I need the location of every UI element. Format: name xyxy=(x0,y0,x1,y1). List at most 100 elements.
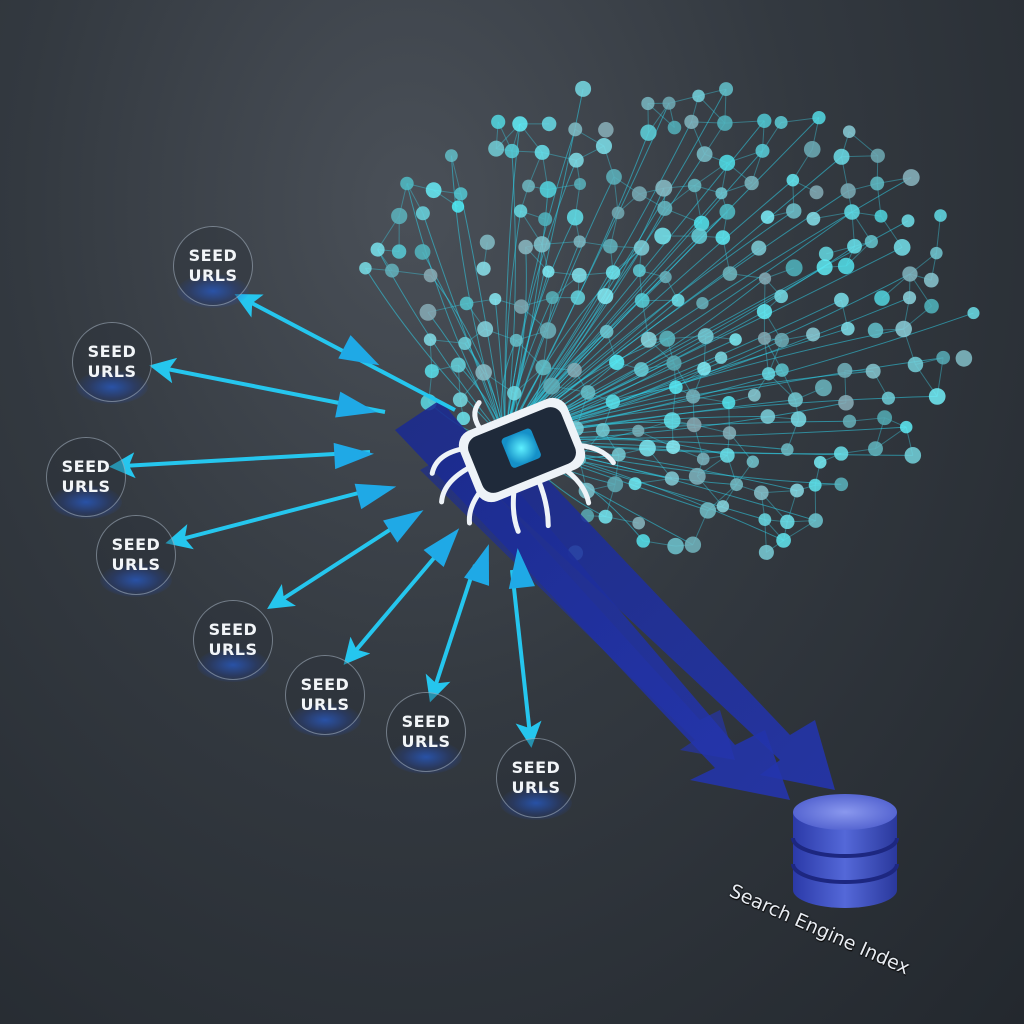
flow-arrow-3 xyxy=(420,450,735,760)
seed-label-line2: URLS xyxy=(401,732,451,751)
web-node xyxy=(605,265,621,280)
web-node xyxy=(719,154,736,171)
web-node xyxy=(424,364,439,379)
web-node xyxy=(598,122,614,138)
seed-label-line2: URLS xyxy=(208,640,258,659)
web-node xyxy=(419,303,437,321)
web-node xyxy=(746,455,759,468)
web-node xyxy=(606,169,622,185)
web-node xyxy=(598,509,613,524)
web-node xyxy=(454,187,468,201)
web-node xyxy=(693,215,710,232)
web-node xyxy=(641,96,655,111)
web-node xyxy=(813,456,827,469)
web-node xyxy=(881,391,896,405)
fan-line xyxy=(504,132,649,441)
web-node xyxy=(834,292,849,308)
web-node xyxy=(840,183,856,199)
seed-circle: SEED URLS xyxy=(96,515,176,595)
web-node xyxy=(864,234,878,249)
web-node xyxy=(655,179,673,197)
web-node xyxy=(812,110,826,125)
web-node xyxy=(775,363,789,377)
web-link xyxy=(935,215,941,254)
web-node xyxy=(603,238,618,254)
web-node xyxy=(664,471,680,486)
web-node xyxy=(684,114,699,129)
web-node xyxy=(609,354,625,370)
web-node xyxy=(696,452,710,466)
web-node xyxy=(815,379,832,397)
database-icon xyxy=(791,794,899,908)
web-node xyxy=(633,240,650,256)
web-node xyxy=(639,439,656,457)
web-node xyxy=(522,179,535,193)
web-node xyxy=(385,263,399,278)
fan-line xyxy=(504,210,522,441)
web-node xyxy=(722,395,736,410)
web-node xyxy=(539,322,557,339)
web-node xyxy=(715,230,731,245)
web-node xyxy=(691,228,708,245)
seed-arrow xyxy=(109,450,371,479)
web-node xyxy=(756,304,773,320)
web-node xyxy=(930,246,943,260)
web-node xyxy=(391,207,408,225)
inbound-arrowhead xyxy=(333,442,374,470)
web-node xyxy=(719,203,736,220)
seed-arrow xyxy=(267,518,407,610)
web-node xyxy=(719,82,734,97)
web-node xyxy=(509,333,523,347)
web-node xyxy=(425,182,442,199)
web-node xyxy=(632,516,646,530)
web-node xyxy=(874,209,888,223)
seed-circle: SEED URLS xyxy=(46,437,126,517)
web-node xyxy=(475,364,492,381)
seed-label-line2: URLS xyxy=(188,266,238,285)
web-node xyxy=(837,257,855,275)
web-node xyxy=(640,331,657,348)
web-node xyxy=(842,125,856,138)
web-node xyxy=(774,289,788,304)
inbound-arrowhead xyxy=(508,548,536,589)
seed-label-line2: URLS xyxy=(61,477,111,496)
web-node xyxy=(657,200,673,216)
seed-arrow xyxy=(165,488,371,550)
web-node xyxy=(904,447,922,464)
flow-arrow-2 xyxy=(470,445,835,790)
web-node xyxy=(539,181,557,198)
web-node xyxy=(895,320,912,338)
web-node xyxy=(633,362,649,377)
web-node xyxy=(902,169,920,186)
web-node xyxy=(761,367,776,381)
seed-circle: SEED URLS xyxy=(173,226,253,306)
web-node xyxy=(696,146,713,163)
web-node xyxy=(902,291,917,305)
web-node xyxy=(488,140,505,157)
web-node xyxy=(686,417,702,433)
web-node xyxy=(786,203,802,219)
fan-line xyxy=(406,183,506,441)
web-node xyxy=(423,268,438,283)
web-node xyxy=(696,296,709,310)
web-node xyxy=(479,234,495,250)
web-node xyxy=(452,392,468,408)
web-node xyxy=(899,420,913,434)
web-node xyxy=(636,534,650,548)
web-node xyxy=(893,238,911,256)
seed-label-line1: SEED xyxy=(188,246,238,265)
web-node xyxy=(666,440,681,455)
seed-label-line2: URLS xyxy=(300,695,350,714)
web-node xyxy=(607,476,624,493)
seed-label-line1: SEED xyxy=(111,535,161,554)
web-node xyxy=(414,244,431,260)
web-node xyxy=(722,266,738,281)
web-node xyxy=(669,380,683,395)
web-node xyxy=(359,261,372,275)
web-node xyxy=(687,178,702,193)
web-node xyxy=(663,412,681,429)
db-band xyxy=(791,837,899,858)
web-node xyxy=(535,359,552,376)
seed-url-node: SEED URLS xyxy=(496,738,576,820)
